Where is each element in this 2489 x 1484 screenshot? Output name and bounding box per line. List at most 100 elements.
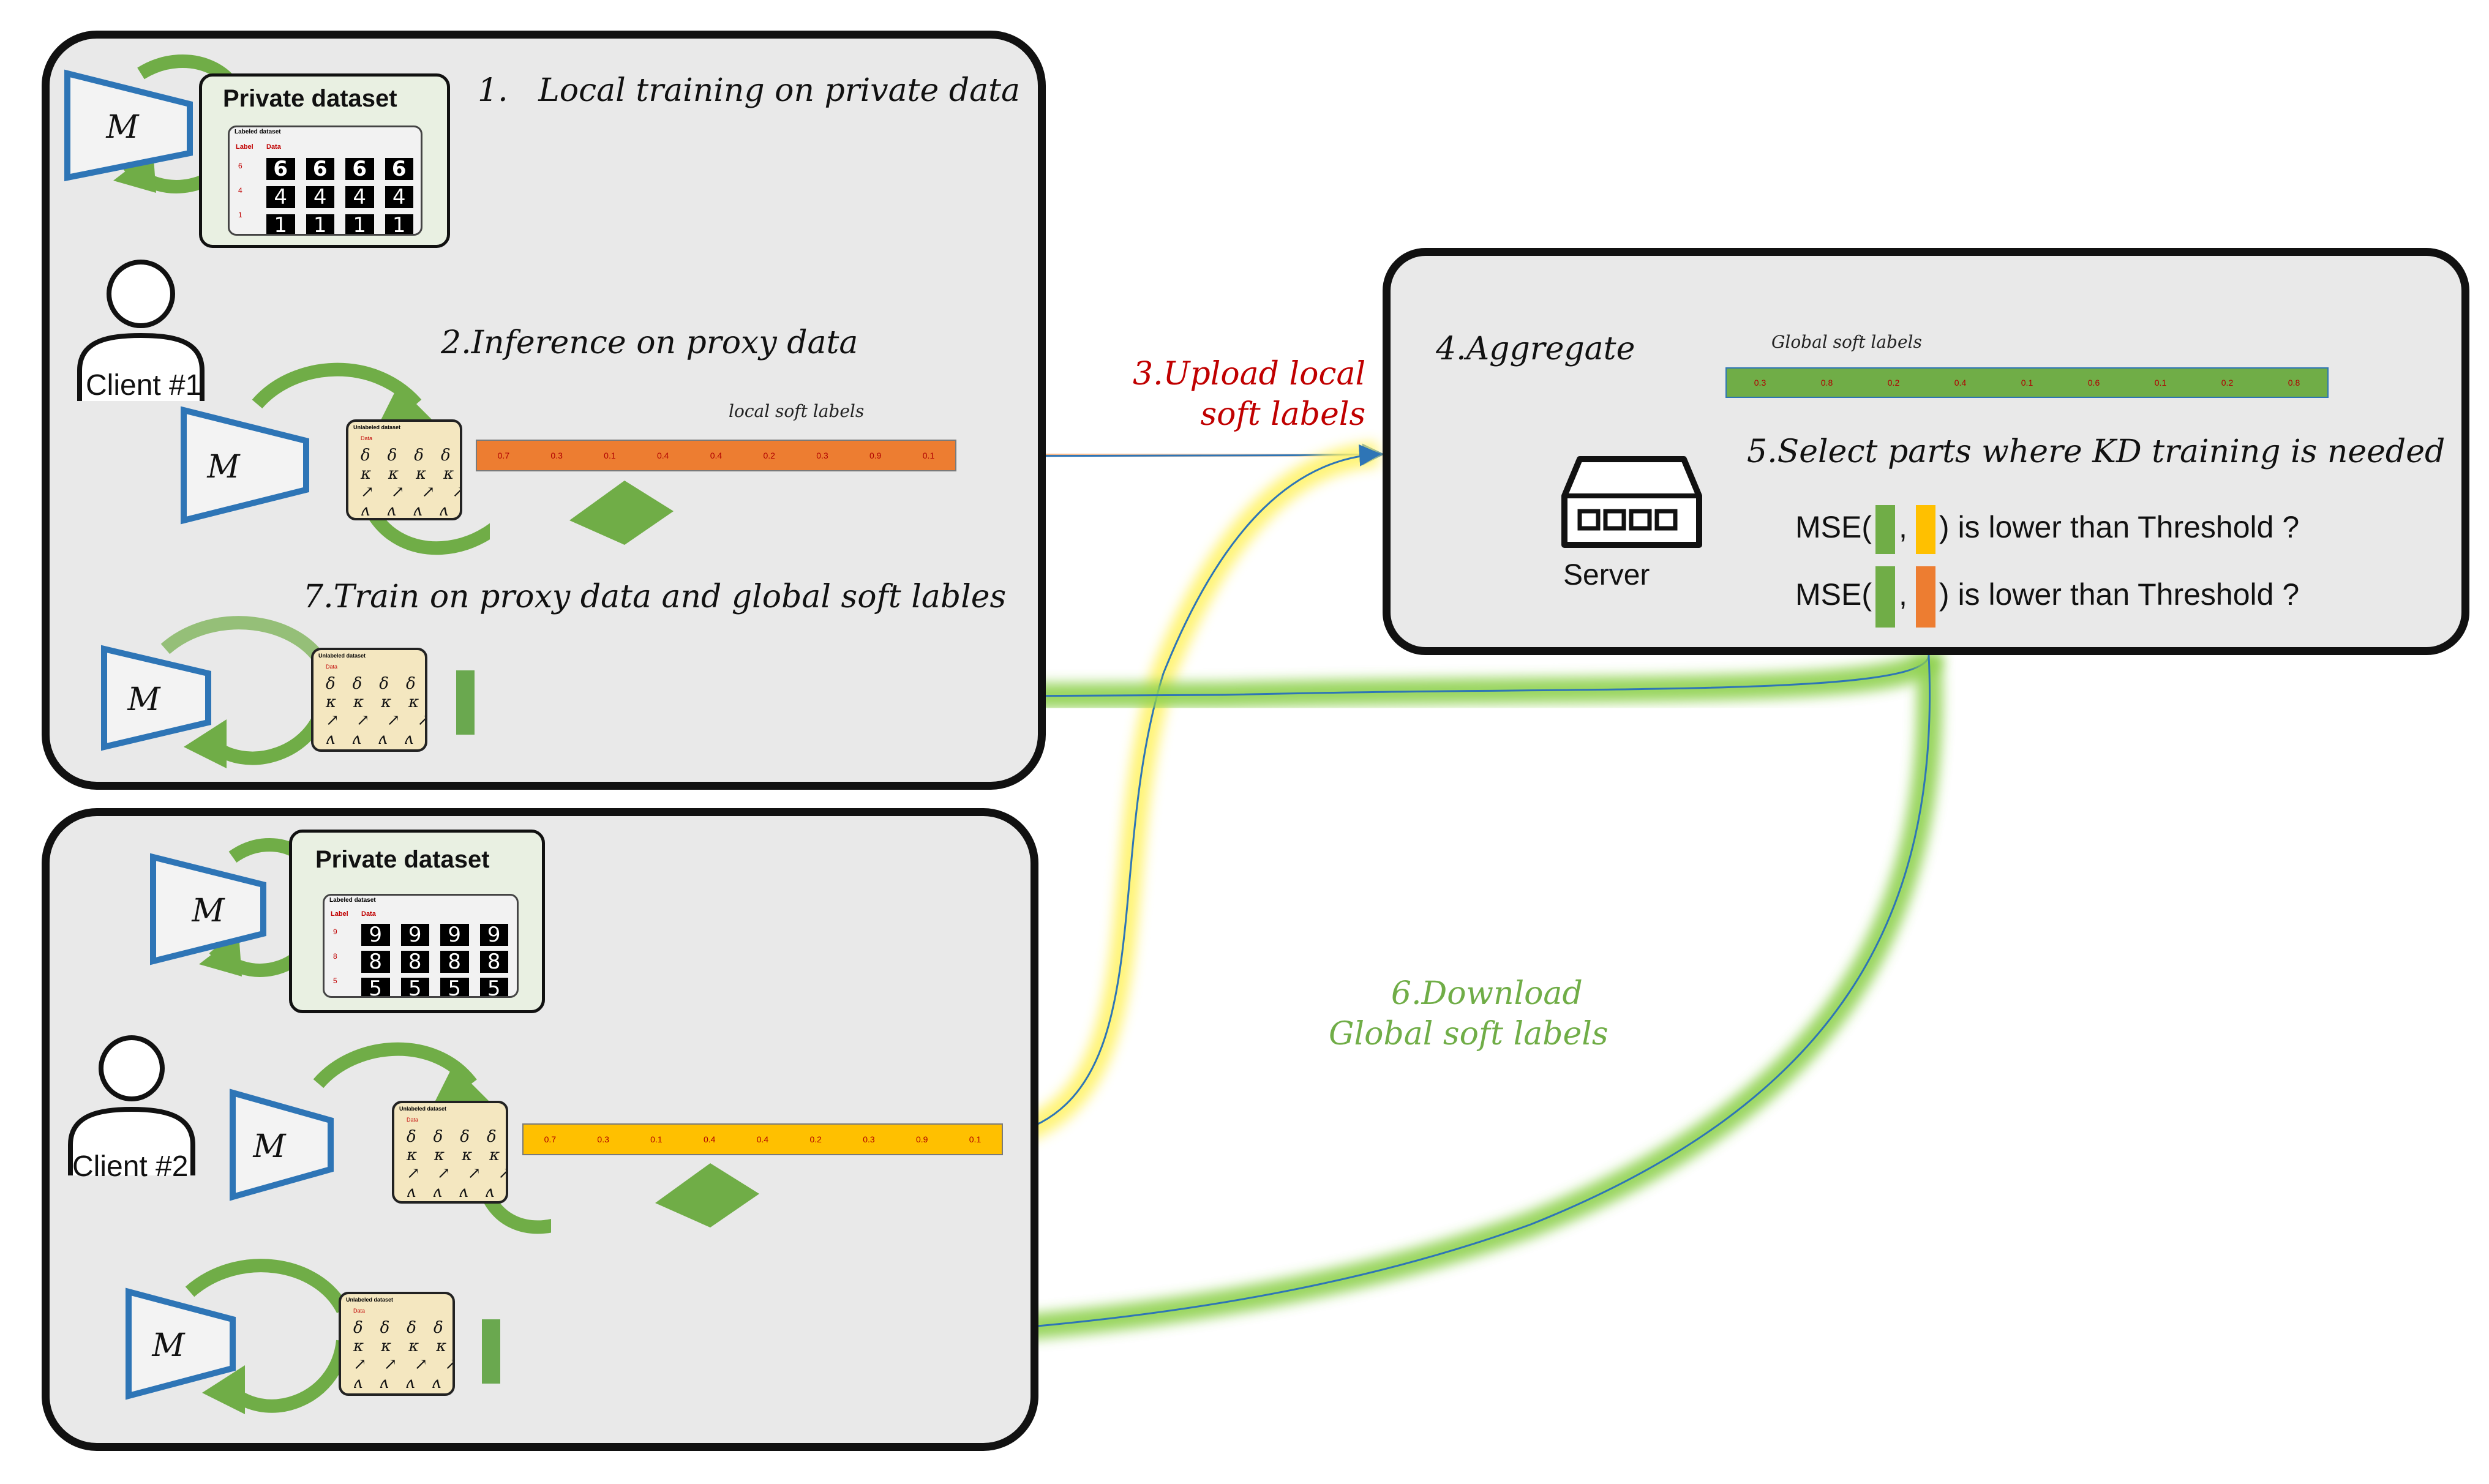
soft-label-value: 0.3: [1754, 378, 1766, 388]
svg-text:M: M: [252, 1128, 287, 1165]
data-column-header: Data: [266, 143, 281, 151]
loop-arrow-head: [569, 481, 674, 545]
soft-label-value: 0.3: [863, 1134, 875, 1144]
label-column-header: Label: [331, 910, 348, 918]
soft-label-value: 0.4: [703, 1134, 716, 1144]
model-icon: M: [230, 1042, 551, 1234]
loop-arrow-head: [655, 1163, 759, 1227]
soft-label-value: 0.8: [1820, 378, 1833, 388]
soft-label-value: 0.9: [869, 451, 882, 460]
row-label: 9: [333, 928, 337, 936]
row-label: 6: [238, 162, 242, 170]
model-icon: M: [126, 1259, 350, 1414]
digit-image-grid: 9 9 9 9 8 8 8 8 5 5 5 5: [361, 924, 508, 996]
svg-text:M: M: [105, 109, 140, 146]
label-column-header: Label: [236, 143, 253, 151]
soft-label-value: 0.2: [1887, 378, 1900, 388]
soft-label-value: 0.2: [763, 451, 775, 460]
soft-label-value: 0.9: [916, 1134, 928, 1144]
data-column-header: Data: [361, 435, 373, 441]
step6-label: 6.Download Global soft labels: [1329, 975, 1609, 1052]
unlabeled-dataset-caption: Unlabeled dataset: [346, 1297, 394, 1303]
soft-label-value: 0.2: [809, 1134, 822, 1144]
row-label: 4: [238, 186, 242, 195]
soft-label-value: 0.2: [2221, 378, 2234, 388]
soft-label-value: 0.3: [597, 1134, 609, 1144]
soft-label-value: 0.7: [544, 1134, 557, 1144]
data-column-header: Data: [326, 664, 338, 670]
global-chip: [1875, 566, 1895, 628]
global-soft-labels-vertical-bar: [456, 670, 475, 735]
soft-label-value: 0.1: [2154, 378, 2167, 388]
user-icon: [68, 1035, 195, 1175]
soft-label-value: 0.1: [922, 451, 935, 460]
soft-label-value: 0.4: [656, 451, 669, 460]
soft-label-value: 0.7: [497, 451, 510, 460]
global-soft-labels-caption: Global soft labels: [1771, 332, 1922, 352]
data-column-header: Data: [353, 1308, 366, 1314]
unlabeled-dataset-caption: Unlabeled dataset: [353, 424, 401, 430]
soft-label-value: 0.1: [2021, 378, 2033, 388]
soft-label-value: 0.3: [550, 451, 563, 460]
svg-text:M: M: [127, 681, 161, 718]
mse-condition-row: MSE(,) is lower than Threshold ?: [1795, 566, 2299, 628]
unlabeled-dataset-caption: Unlabeled dataset: [318, 653, 366, 659]
global-chip: [1875, 505, 1895, 554]
row-label: 8: [333, 952, 337, 961]
client1-chip: [1915, 566, 1935, 628]
labeled-dataset-caption: Labeled dataset: [235, 129, 281, 135]
soft-label-value: 0.1: [969, 1134, 982, 1144]
step7-label: 7.Train on proxy data and global soft la…: [303, 579, 1007, 615]
soft-label-value: 0.4: [1954, 378, 1967, 388]
soft-label-value: 0.4: [756, 1134, 769, 1144]
svg-text:M: M: [191, 893, 225, 929]
labeled-dataset-caption: Labeled dataset: [329, 897, 376, 904]
mse-condition-row: MSE(,) is lower than Threshold ?: [1795, 505, 2299, 554]
soft-label-value: 0.1: [650, 1134, 663, 1144]
client2-label: Client #2: [72, 1150, 189, 1183]
step2-label: 2.Inference on proxy data: [441, 324, 858, 361]
data-column-header: Data: [361, 910, 376, 918]
step1-label: 1. Local training on private data: [478, 72, 1021, 109]
row-label: 1: [238, 211, 242, 219]
local-soft-labels-bar-client1: 0.7 0.3 0.1 0.4 0.4 0.2 0.3 0.9 0.1: [476, 440, 956, 471]
unlabeled-dataset-caption: Unlabeled dataset: [399, 1106, 447, 1112]
svg-text:M: M: [151, 1327, 186, 1364]
labeled-dataset-sheet: Labeled dataset Label Data 6 4 1 6 6 6 6…: [228, 126, 422, 236]
private-dataset-card: Private dataset Labeled dataset Label Da…: [289, 830, 545, 1013]
row-label: 5: [333, 976, 337, 985]
local-soft-labels-bar-client2: 0.7 0.3 0.1 0.4 0.4 0.2 0.3 0.9 0.1: [522, 1123, 1003, 1155]
server-label: Server: [1563, 559, 1650, 591]
soft-label-value: 0.1: [604, 451, 616, 460]
digit-image-grid: 6 6 6 6 4 4 4 4 1 1 1 1: [266, 158, 413, 234]
step5-label: 5.Select parts where KD training is need…: [1747, 433, 2446, 470]
private-dataset-card: Private dataset Labeled dataset Label Da…: [199, 73, 450, 248]
step4-label: 4.Aggregate: [1436, 331, 1635, 367]
global-soft-labels-vertical-bar: [482, 1319, 500, 1384]
step3-label: 3.Upload local soft labels: [1133, 356, 1366, 433]
data-column-header: Data: [407, 1117, 419, 1123]
model-icon: M: [181, 362, 490, 555]
soft-label-value: 0.3: [816, 451, 828, 460]
client1-label: Client #1: [86, 369, 202, 402]
model-icon: M: [64, 54, 247, 193]
server-icon: [1561, 456, 1702, 548]
client1-panel: [42, 31, 1046, 790]
svg-text:M: M: [206, 449, 241, 485]
labeled-dataset-sheet: Labeled dataset Label Data 9 8 5 9 9 9 9…: [323, 894, 519, 998]
upload-arrow-client2: [1001, 442, 1379, 1148]
soft-label-value: 0.8: [2288, 378, 2300, 388]
private-dataset-title: Private dataset: [315, 846, 490, 873]
global-soft-labels-bar: 0.3 0.8 0.2 0.4 0.1 0.6 0.1 0.2 0.8: [1725, 367, 2329, 398]
soft-label-value: 0.6: [2087, 378, 2100, 388]
user-icon: [77, 260, 205, 401]
private-dataset-title: Private dataset: [223, 85, 397, 112]
